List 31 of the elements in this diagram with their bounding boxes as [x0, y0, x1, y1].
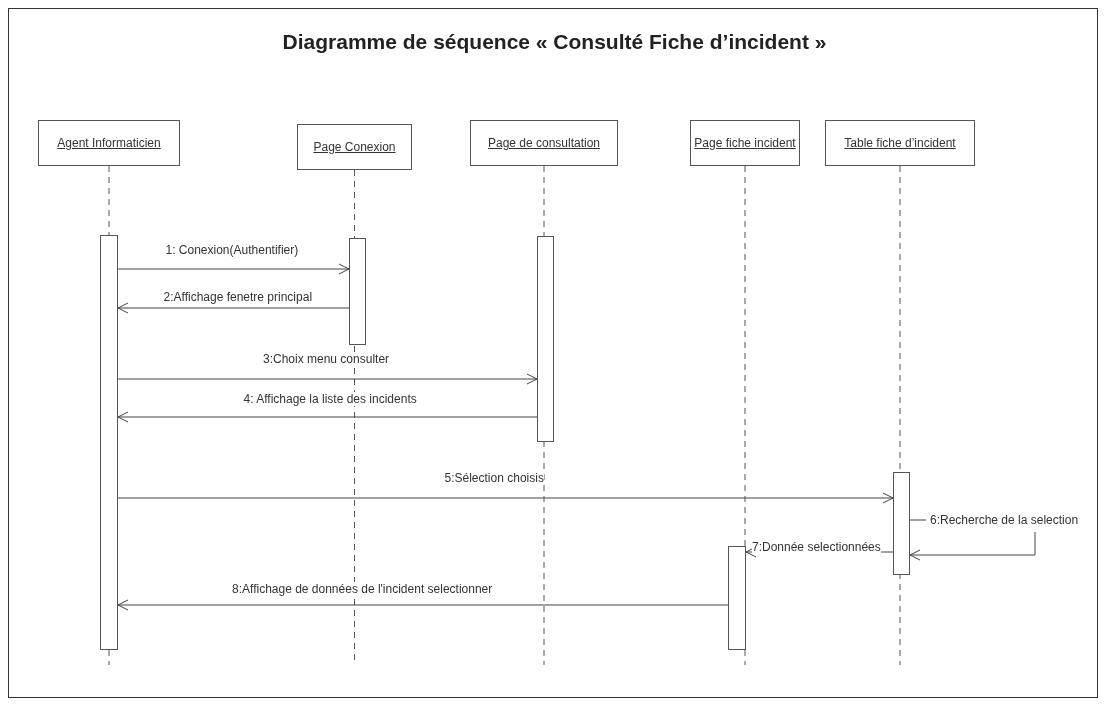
message-label: 3:Choix menu consulter [263, 352, 390, 366]
message-arrow [117, 492, 894, 504]
diagram-title: Diagramme de séquence « Consulté Fiche d’incident » [281, 30, 828, 54]
activation-bar [537, 236, 554, 442]
message-label: 4: Affichage la liste des incidents [243, 392, 417, 406]
message-arrow [117, 373, 538, 385]
participant-name: Page fiche incident [694, 136, 796, 150]
message-arrow [117, 302, 350, 314]
participant-box [470, 120, 618, 166]
activation-bar [349, 238, 366, 345]
participant-name: Agent Informaticien [57, 136, 161, 150]
activation-bar [100, 235, 118, 650]
message-label: 1: Conexion(Authentifier) [165, 243, 299, 257]
message-label: 7:Donnée selectionnées [752, 540, 881, 554]
activation-bar [728, 546, 746, 650]
activation-bar [893, 472, 910, 575]
participant-name: Table fiche d’incident [844, 136, 956, 150]
message-arrow [117, 411, 538, 423]
message-label: 6:Recherche de la selection [930, 513, 1079, 527]
message-arrow [117, 599, 729, 611]
participant-box [38, 120, 180, 166]
participant-box [690, 120, 800, 166]
participant-name: Page de consultation [487, 136, 601, 150]
participant-box [825, 120, 975, 166]
message-label: 5:Sélection choisis [444, 471, 544, 485]
participant-name: Page Conexion [313, 140, 396, 154]
message-arrow [117, 263, 350, 275]
message-label: 2:Affichage fenetre principal [163, 290, 313, 304]
participant-box [297, 124, 412, 170]
message-arrow [909, 519, 1036, 561]
message-label: 8:Affichage de données de l'incident selectionner [232, 582, 493, 596]
